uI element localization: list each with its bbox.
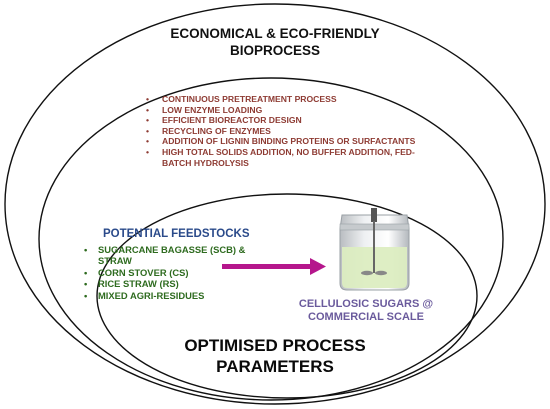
feedstock-item: MIXED AGRI-RESIDUES [84, 290, 264, 302]
strategy-list: CONTINUOUS PRETREATMENT PROCESS LOW ENZY… [146, 94, 436, 168]
inner-title: OPTIMISED PROCESS PARAMETERS [184, 336, 366, 376]
strategy-item: HIGH TOTAL SOLIDS ADDITION, NO BUFFER AD… [146, 147, 436, 168]
strategy-item: EFFICIENT BIOREACTOR DESIGN [146, 115, 436, 126]
feedstock-item: RICE STRAW (RS) [84, 278, 264, 290]
feedstock-item: CORN STOVER (CS) [84, 267, 264, 279]
outer-title: ECONOMICAL & ECO-FRIENDLY BIOPROCESS [170, 26, 380, 58]
strategy-item: CONTINUOUS PRETREATMENT PROCESS [146, 94, 436, 105]
arrow-right-icon [222, 258, 326, 275]
strategy-item: LOW ENZYME LOADING [146, 105, 436, 116]
feedstocks-title: POTENTIAL FEEDSTOCKS [103, 228, 250, 240]
feedstock-item: SUGARCANE BAGASSE (SCB) & STRAW [84, 244, 264, 267]
strategy-item: RECYCLING OF ENZYMES [146, 126, 436, 137]
outer-ellipse [4, 3, 546, 405]
strategy-item: ADDITION OF LIGNIN BINDING PROTEINS OR S… [146, 136, 436, 147]
bioreactor-icon [339, 208, 410, 291]
middle-ellipse [38, 77, 504, 401]
product-label: CELLULOSIC SUGARS @ COMMERCIAL SCALE [298, 298, 434, 323]
feedstock-list: SUGARCANE BAGASSE (SCB) & STRAW CORN STO… [84, 244, 264, 301]
